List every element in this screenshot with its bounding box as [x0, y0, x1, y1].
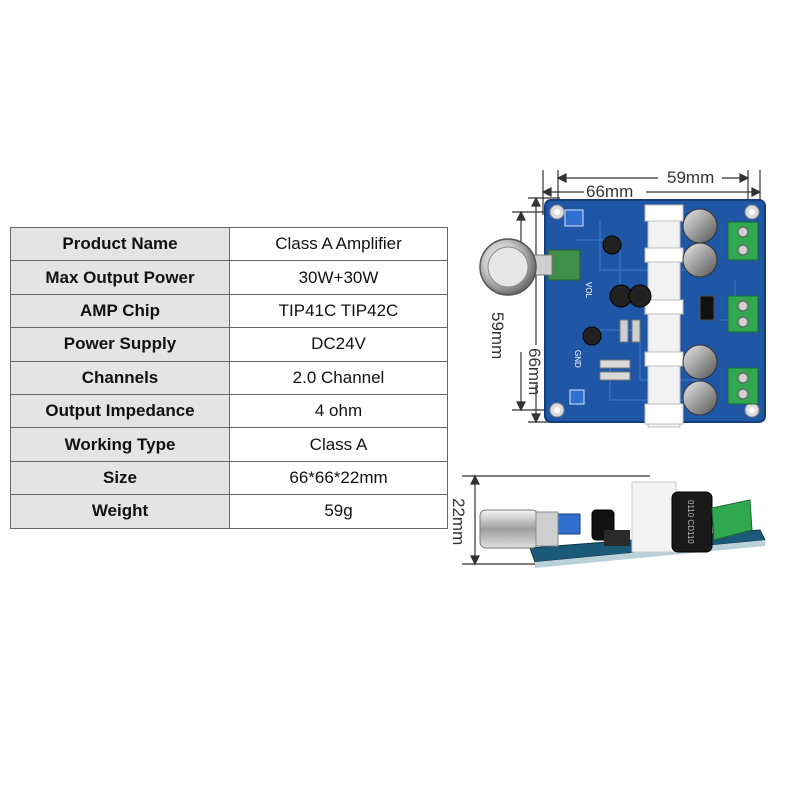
gnd-label: GND [573, 350, 582, 368]
heatsink [644, 204, 684, 428]
spec-table: Product Name Class A Amplifier Max Outpu… [10, 226, 448, 529]
spec-label: Channels [10, 360, 230, 395]
spec-value: 59g [229, 494, 448, 529]
vol-label: VOL [584, 282, 593, 299]
pcb-side-view: 0110 CD110 [479, 481, 766, 568]
screw-terminal [727, 221, 759, 405]
spec-value: 2.0 Channel [229, 360, 448, 395]
table-row: Weight 59g [10, 494, 448, 529]
spec-value: Class A [229, 427, 448, 462]
table-row: Channels 2.0 Channel [10, 360, 448, 395]
spec-value: 30W+30W [229, 260, 448, 295]
spec-label: AMP Chip [10, 293, 230, 329]
table-row: Product Name Class A Amplifier [10, 226, 448, 262]
table-row: Power Supply DC24V [10, 327, 448, 362]
top-inner-dimension-label: 66mm [586, 182, 634, 201]
spec-value: 66*66*22mm [229, 460, 448, 496]
table-row: Output Impedance 4 ohm [10, 393, 448, 429]
table-row: AMP Chip TIP41C TIP42C [10, 293, 448, 329]
spec-value: TIP41C TIP42C [229, 293, 448, 329]
spec-table-body: Product Name Class A Amplifier Max Outpu… [10, 226, 448, 529]
side-height-dimension-label: 22mm [449, 498, 468, 546]
spec-label: Working Type [10, 427, 230, 462]
spec-value: Class A Amplifier [229, 226, 448, 262]
left-outer-dimension-label: 59mm [488, 312, 507, 360]
spec-label: Power Supply [10, 327, 230, 362]
left-dimension-lines [512, 196, 560, 424]
pcb-top-view: VOL GND [479, 199, 766, 428]
spec-label: Product Name [10, 226, 230, 262]
rca-knob [479, 238, 537, 296]
spec-label: Weight [10, 494, 230, 529]
capacitor-label: 0110 CD110 [686, 500, 695, 544]
top-outer-dimension-label: 59mm [667, 168, 715, 187]
left-inner-dimension-label: 66mm [525, 348, 544, 396]
top-dimension-lines [541, 170, 762, 215]
spec-label: Size [10, 460, 230, 496]
table-row: Size 66*66*22mm [10, 460, 448, 496]
table-row: Working Type Class A [10, 427, 448, 462]
spec-value: DC24V [229, 327, 448, 362]
spec-label: Output Impedance [10, 393, 230, 429]
small-components [564, 209, 715, 405]
capacitor [582, 208, 718, 416]
